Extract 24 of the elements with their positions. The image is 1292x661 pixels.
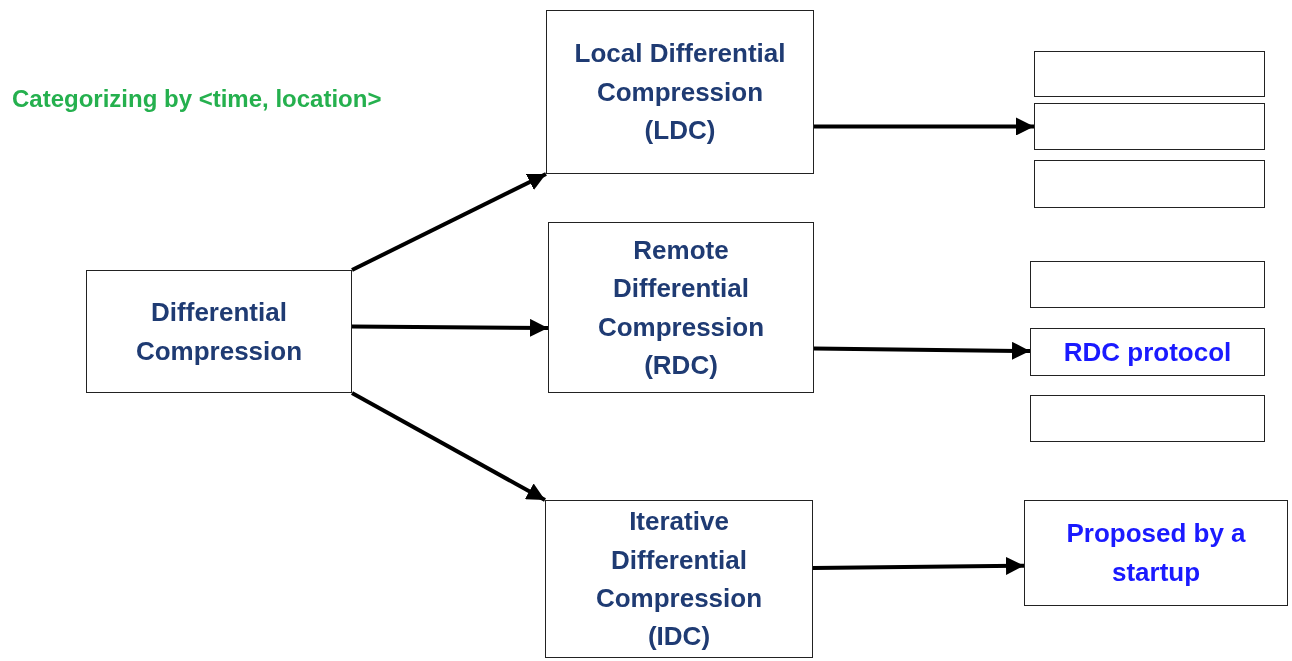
arrow xyxy=(814,117,1034,136)
box-label: Remote Differential Compression (RDC) xyxy=(596,233,766,382)
box-label: Local Differential Compression (LDC) xyxy=(573,37,787,148)
method-box xyxy=(1024,500,1288,606)
box-label: Differential Compression xyxy=(134,296,304,368)
method-box xyxy=(1034,160,1265,208)
category-box xyxy=(545,500,813,658)
box-label: RDC protocol xyxy=(1063,335,1232,369)
arrow xyxy=(352,318,548,337)
category-note: Categorizing by <time, location> xyxy=(12,85,382,113)
arrow xyxy=(813,341,1031,360)
arrow xyxy=(351,391,546,502)
arrow xyxy=(351,172,547,272)
box-label: Iterative Differential Compression (IDC) xyxy=(594,505,764,654)
method-box xyxy=(1034,103,1265,150)
box-label: Proposed by a startup xyxy=(1065,517,1247,589)
category-box xyxy=(86,270,352,393)
method-box xyxy=(1030,328,1265,376)
category-box xyxy=(548,222,814,393)
method-box xyxy=(1034,51,1265,97)
arrow xyxy=(812,556,1025,575)
category-box xyxy=(546,10,814,174)
method-box xyxy=(1030,261,1265,308)
method-box xyxy=(1030,395,1265,442)
